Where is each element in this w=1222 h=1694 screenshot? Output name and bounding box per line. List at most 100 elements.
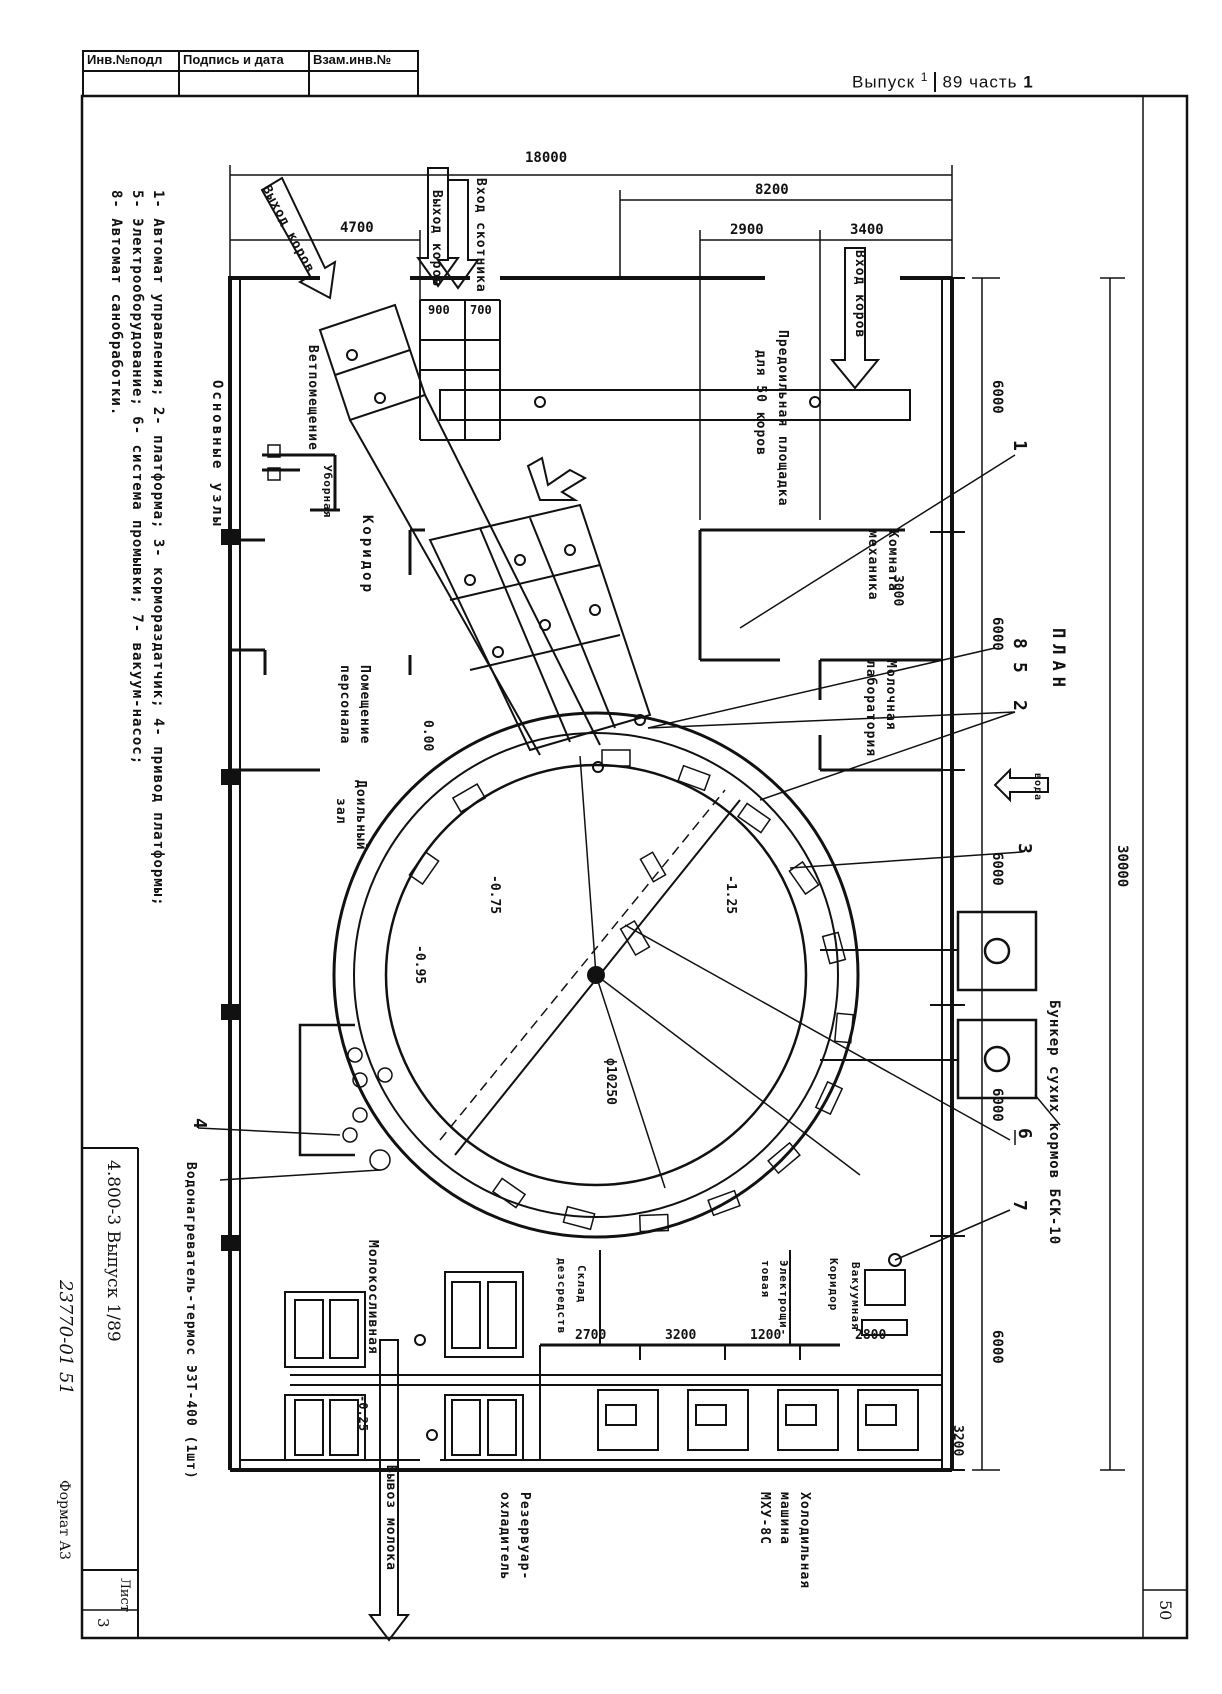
flow-arrows xyxy=(260,167,881,1642)
label-fridge-1: Холодильная xyxy=(797,1492,812,1590)
dim-3200a: 3200 xyxy=(665,1328,697,1343)
label-milk-export: Вывоз молока xyxy=(383,1465,398,1571)
label-entry-cows: Вход коров xyxy=(852,250,867,339)
label-disinfect-1: Склад xyxy=(575,1265,588,1304)
dim-bay-1: 6000 xyxy=(989,380,1005,414)
title-block-inventory: 23770-01 51 xyxy=(55,1280,76,1395)
stamp-replacement-label: Взам.инв.№ xyxy=(313,52,392,67)
dim-2900: 2900 xyxy=(730,222,764,238)
dim-bay-3: 6000 xyxy=(989,852,1005,886)
dim-bay-2: 6000 xyxy=(989,617,1005,651)
label-entry-stockman: Вход скотника xyxy=(473,178,488,293)
page-number: 50 xyxy=(1156,1600,1175,1621)
approval-stamp-table: Инв.№подл Подпись и дата Взам.инв.№ xyxy=(82,50,419,97)
dim-overall-width: 18000 xyxy=(525,150,568,166)
callout-3: 3 xyxy=(1014,843,1035,854)
building-walls xyxy=(228,276,954,1472)
label-milk-room: Молокосливная xyxy=(365,1240,380,1355)
callout-8: 8 xyxy=(1009,638,1030,649)
callout-7: 7 xyxy=(1009,1200,1030,1211)
dim-overall-length: 30000 xyxy=(1114,845,1130,888)
dim-900: 900 xyxy=(428,303,450,317)
label-main-units: Основные узлы xyxy=(209,380,225,529)
label-fridge-3: МХУ-8С xyxy=(757,1492,772,1545)
rotary-parlor xyxy=(332,711,861,1239)
drive-unit-room xyxy=(298,1023,393,1171)
dim-1200: 1200 xyxy=(750,1328,782,1343)
label-mechanic-2: механика xyxy=(865,530,880,601)
callout-1: 1 xyxy=(1009,440,1030,451)
dim-bay-4: 6000 xyxy=(989,1088,1005,1122)
level-minus-0-25: -0.25 xyxy=(356,1395,370,1432)
level-minus-1-25: -1.25 xyxy=(723,875,738,915)
pre-milking-area xyxy=(419,299,911,441)
lower-rooms xyxy=(284,1250,942,1461)
dimension-lines xyxy=(229,165,1125,1471)
label-tank-2: охладитель xyxy=(497,1492,512,1581)
label-vet-room: Ветпомещение xyxy=(305,345,320,451)
label-water: вода xyxy=(1032,773,1043,802)
dim-700: 700 xyxy=(470,303,492,317)
feed-bunkers xyxy=(820,910,1038,1100)
label-vacuum-room: Вакуумная xyxy=(849,1262,862,1331)
level-minus-0-75: -0.75 xyxy=(487,875,502,915)
label-milk-lab-2: лаборатория xyxy=(863,660,878,758)
dim-3200b: 3200 xyxy=(950,1425,965,1457)
column-ticks xyxy=(221,277,965,1471)
label-pre-milking-1: Предоильная площадка xyxy=(775,330,790,507)
dim-diameter: ф10250 xyxy=(603,1058,618,1105)
label-disinfect-2: дезсредств xyxy=(555,1258,568,1335)
dim-bay-5: 6000 xyxy=(989,1330,1005,1364)
title-block-code: 4.800-3 Выпуск 1/89 xyxy=(103,1160,123,1342)
issue-part: 1 xyxy=(1023,72,1034,92)
dim-3400: 3400 xyxy=(850,222,884,238)
label-heater: Водонагреватель-термос ЭЗТ-400 (1шт) xyxy=(183,1162,198,1480)
entry-chute xyxy=(428,503,652,773)
label-milking-hall-1: Доильный xyxy=(353,780,368,851)
label-staff-1: Помещение xyxy=(357,665,372,745)
legend-line-3: 8- Автомат санобработки. xyxy=(108,190,124,417)
legend: 1- Автомат управления; 2- платформа; 3- … xyxy=(105,190,168,907)
callout-5: 5 xyxy=(1009,662,1030,673)
entry-arrow xyxy=(526,456,588,501)
callout-4: 4 xyxy=(189,1118,210,1129)
dim-8200: 8200 xyxy=(755,182,789,198)
title-block-sheet-label: Лист xyxy=(117,1578,132,1612)
stamp-inventory-label: Инв.№подл xyxy=(84,52,180,70)
label-electrical-1: Электрощи- xyxy=(777,1260,790,1337)
callout-6: 6 xyxy=(1014,1128,1035,1139)
stamp-signature-label: Подпись и дата xyxy=(180,52,310,70)
callout-2: 2 xyxy=(1009,700,1030,711)
exit-chute xyxy=(318,303,601,756)
label-staff-2: персонала xyxy=(337,665,352,745)
label-toilet: Уборная xyxy=(321,465,334,519)
label-bunker: Бункер сухих кормов БСК-10 xyxy=(1046,1000,1062,1246)
issue-prefix: Выпуск xyxy=(852,72,916,92)
label-tank-1: Резервуар- xyxy=(517,1492,532,1581)
dim-2700: 2700 xyxy=(575,1328,607,1343)
label-electrical-2: товая xyxy=(759,1260,772,1299)
level-minus-0-95: -0.95 xyxy=(412,945,427,985)
legend-line-1: 1- Автомат управления; 2- платформа; 3- … xyxy=(150,190,166,907)
label-exit-cows-a: Выход коров xyxy=(429,190,444,288)
plan-title: ПЛАН xyxy=(1048,628,1068,693)
callout-leaders xyxy=(197,454,1061,1261)
label-milking-hall-2: зал xyxy=(333,798,348,825)
title-block-format: Формат А3 xyxy=(56,1480,72,1560)
label-fridge-2: машина xyxy=(777,1492,792,1545)
title-block-sheet-number: 3 xyxy=(94,1618,112,1628)
label-corridor: Коридор xyxy=(359,515,375,596)
milking-stalls xyxy=(408,749,855,1233)
level-0-00: 0.00 xyxy=(420,720,435,752)
water-inlet-arrow xyxy=(993,767,1049,803)
label-pre-milking-2: для 50 коров xyxy=(753,350,768,456)
issue-rest: 89 часть xyxy=(942,72,1018,92)
label-corridor-2: Коридор xyxy=(827,1258,840,1312)
dim-2800: 2800 xyxy=(855,1328,887,1343)
label-mechanic-1: Комната xyxy=(885,530,900,592)
label-milk-lab-1: Молочная xyxy=(883,660,898,731)
